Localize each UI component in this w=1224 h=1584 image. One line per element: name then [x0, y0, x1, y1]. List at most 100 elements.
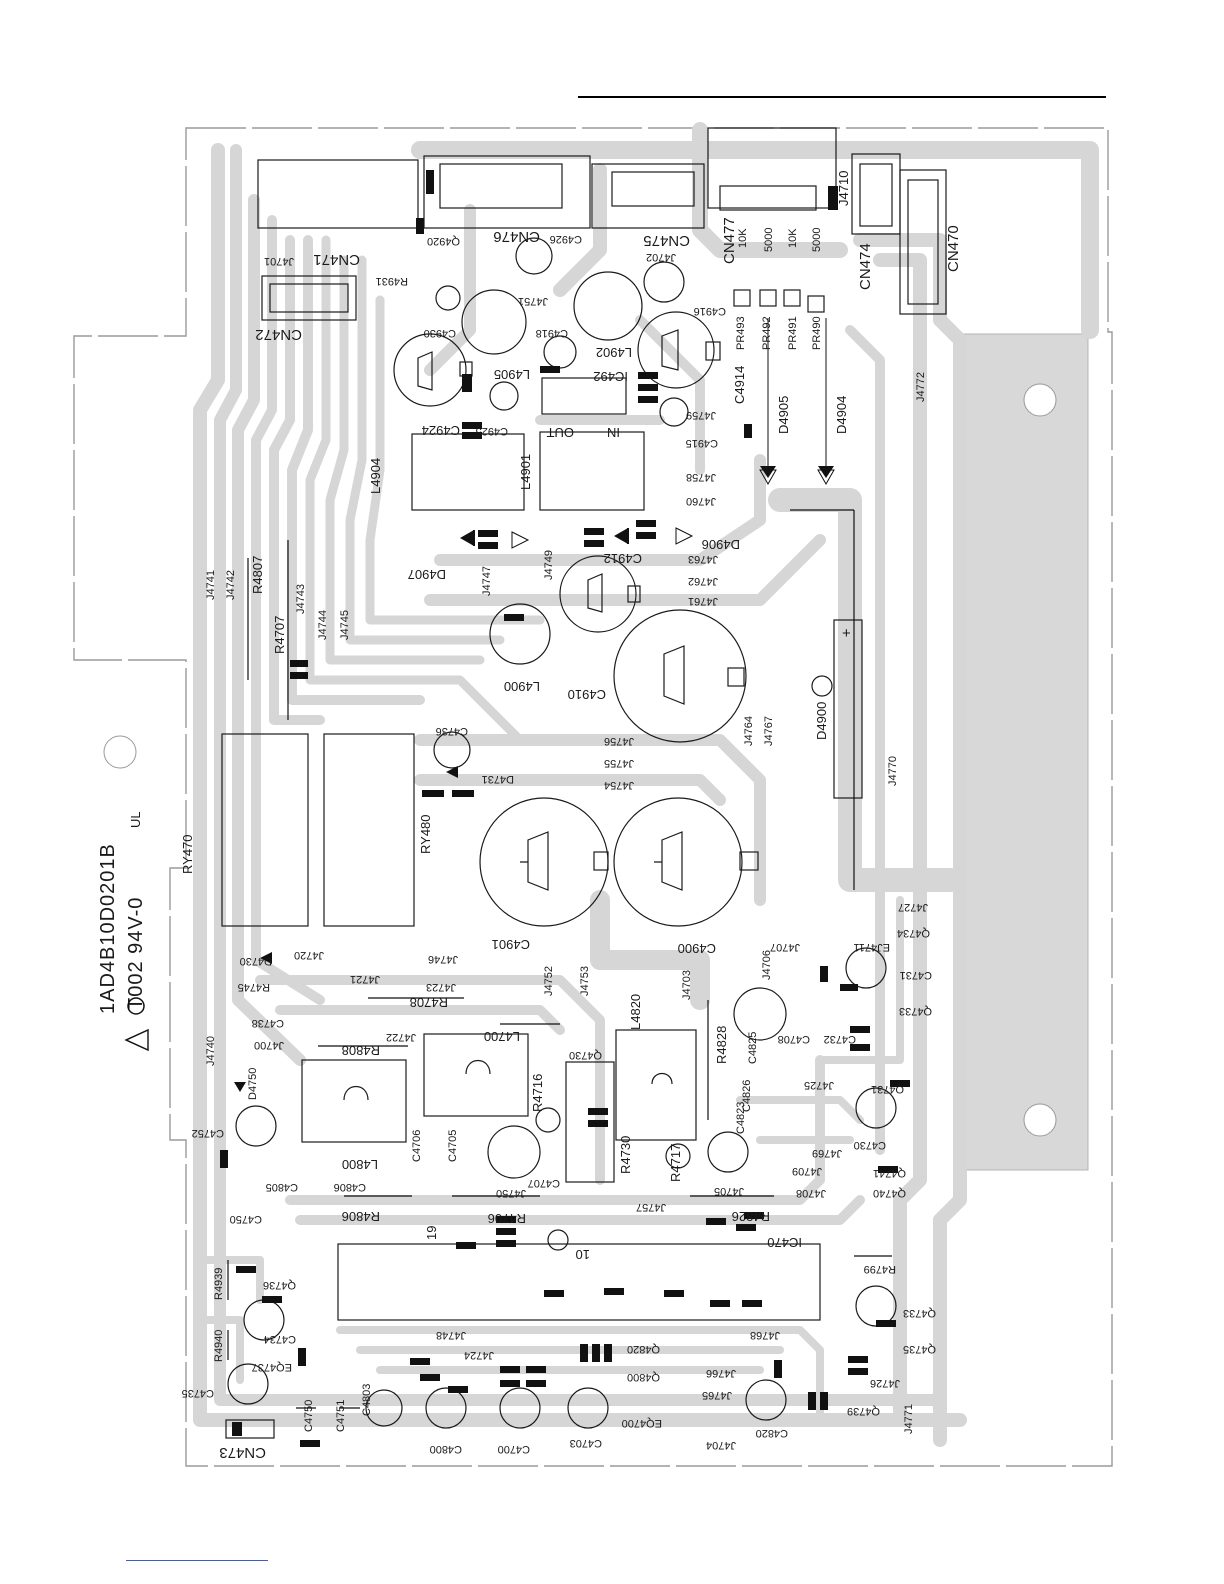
label-ry470: RY470 [180, 834, 195, 874]
label-cn473: CN473 [219, 1444, 266, 1461]
label-r4806: R4806 [342, 1209, 380, 1224]
label-d4750: D4750 [247, 1068, 259, 1100]
label-5000-1: 5000 [763, 228, 775, 252]
label-j4759: J4759 [686, 409, 716, 421]
label-j4749: J4749 [543, 550, 555, 580]
label-j4741: J4741 [205, 570, 217, 600]
label-q4741: Q4741 [873, 1167, 906, 1179]
label-j4744: J4744 [317, 610, 329, 640]
presets [733, 289, 825, 313]
label-c4825: C4825 [747, 1032, 759, 1064]
silkscreen-lines [227, 509, 892, 1409]
label-cn471: CN471 [313, 251, 360, 268]
label-c4707: C4707 [528, 1177, 560, 1189]
label-ic492: IC492 [593, 369, 628, 384]
label-q4700: EQ4700 [622, 1417, 662, 1429]
label-j4721: J4721 [350, 973, 380, 985]
label-ej4711: EJ4711 [854, 941, 891, 953]
label-j4709: J4709 [792, 1165, 822, 1177]
label-j4758: J4758 [686, 471, 716, 483]
label-c4732: C4732 [824, 1033, 856, 1045]
label-l4900: L4900 [504, 679, 540, 694]
header-rule [578, 96, 1106, 98]
label-ic470: IC470 [767, 1235, 802, 1250]
label-in: IN [607, 425, 620, 440]
label-d4906: D4906 [702, 537, 740, 552]
label-j4722: J4722 [386, 1031, 416, 1043]
label-j4743: J4743 [295, 584, 307, 614]
label-c4916: C4916 [694, 305, 726, 317]
label-c4738: C4738 [252, 1017, 284, 1029]
label-d4907: D4907 [408, 567, 446, 582]
label-c4930: C4930 [424, 327, 456, 339]
board-outline [73, 127, 1113, 1467]
label-cn472: CN472 [255, 326, 302, 343]
label-j4748: J4748 [436, 1329, 466, 1341]
label-r4717: R4717 [668, 1144, 683, 1182]
label-r4940: R4940 [213, 1330, 225, 1362]
label-l4820: L4820 [628, 994, 643, 1030]
label-10k-2: 10K [787, 228, 799, 248]
label-q4739: Q4739 [847, 1405, 880, 1417]
label-10k-1: 10K [737, 228, 749, 248]
label-j4767: J4767 [763, 716, 775, 746]
label-j4768: J4768 [750, 1329, 780, 1341]
label-j4764: J4764 [743, 716, 755, 746]
label-j4708: J4708 [796, 1187, 826, 1199]
label-c4806: C4806 [334, 1181, 366, 1193]
label-out: OUT [547, 425, 575, 440]
label-r4730: R4730 [618, 1136, 633, 1174]
label-c4926: C4926 [550, 233, 582, 245]
silkscreen-labels: CN471 CN476 CN475 CN472 CN477 CN474 CN47… [180, 171, 962, 1461]
label-c4750: C4750 [230, 1213, 262, 1225]
label-l4800: L4800 [342, 1157, 378, 1172]
label-j4704: J4704 [706, 1439, 736, 1451]
label-r4745: R4745 [238, 981, 270, 993]
label-j4701: J4701 [264, 255, 294, 267]
label-j4740: J4740 [205, 1036, 217, 1066]
label-cn474: CN474 [857, 243, 874, 290]
label-j4707: J4707 [770, 941, 800, 953]
label-l4901: L4901 [518, 454, 533, 490]
label-j4726: J4726 [870, 1377, 900, 1389]
smd-parts [220, 366, 910, 1447]
label-j4756: J4756 [604, 735, 634, 747]
label-j4710: J4710 [836, 171, 851, 206]
label-q4731: Q4731 [871, 1083, 904, 1095]
label-d4731: D4731 [482, 773, 514, 785]
label-c4703: C4703 [570, 1437, 602, 1449]
label-c4918: C4918 [536, 327, 568, 339]
label-j4769: J4769 [812, 1147, 842, 1159]
label-cn476: CN476 [493, 228, 540, 245]
label-j4755: J4755 [604, 757, 634, 769]
label-j4750: J4750 [496, 1187, 526, 1199]
warning-triangle-icon [124, 1028, 149, 1052]
diode-symbols [234, 318, 835, 1092]
label-c4752: C4752 [192, 1127, 224, 1139]
label-c4914: C4914 [732, 366, 747, 404]
board-marking-logo: UL [128, 811, 143, 828]
label-q4736: Q4736 [263, 1279, 296, 1291]
label-q4730: Q4730 [569, 1049, 602, 1061]
copper-traces [193, 122, 1099, 1447]
label-c4735: C4735 [182, 1387, 214, 1399]
label-pin10: 10 [576, 1247, 590, 1262]
label-ry480: RY480 [418, 814, 433, 854]
board-marking: 1AD4B10D0201B T002 94V-0 UL [97, 811, 149, 1052]
label-r4706: R4706 [488, 1211, 526, 1226]
label-c4736: C4736 [436, 725, 468, 737]
label-j4727: J4727 [898, 901, 928, 913]
label-j4700: J4700 [254, 1039, 284, 1051]
label-q4800: Q4800 [627, 1371, 660, 1383]
label-c4803: C4803 [361, 1384, 373, 1416]
label-c4925: C4925 [476, 425, 508, 437]
label-q4735: Q4735 [903, 1343, 936, 1355]
label-d4905: D4905 [776, 396, 791, 434]
label-q4733: Q4733 [899, 1005, 932, 1017]
label-r4931: R4931 [376, 275, 408, 287]
label-pin19: 19 [424, 1226, 439, 1240]
label-j4761: J4761 [688, 595, 718, 607]
label-cn475: CN475 [643, 232, 690, 249]
label-c4734: C4734 [264, 1333, 296, 1345]
label-j4742: J4742 [225, 570, 237, 600]
